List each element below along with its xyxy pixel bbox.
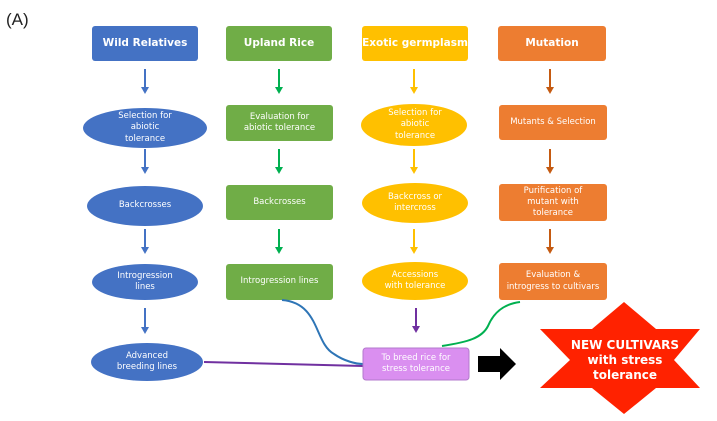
arrowhead-icon [141, 87, 149, 94]
arrowhead-icon [410, 87, 418, 94]
new-cultivars-label: NEW CULTIVARS with stress tolerance [570, 337, 680, 382]
upland-evaluation-box [226, 105, 333, 141]
arrowhead-icon [410, 247, 418, 254]
exotic-backcross-label: Backcross or intercross [387, 191, 443, 213]
arrowhead-icon [141, 327, 149, 334]
header-mutation [498, 26, 606, 61]
mutation-mutants-box [499, 105, 607, 140]
breed-box-label: To breed rice for stress tolerance [381, 352, 451, 374]
exotic-accessions-ellipse [362, 262, 468, 300]
wild-backcross-ellipse [87, 186, 203, 226]
wild-selection-ellipse [83, 108, 207, 148]
mutation-purification-box [499, 184, 607, 221]
upland-backcross-box [226, 185, 333, 220]
header-upland-rice-label: Upland Rice [243, 36, 315, 49]
exotic-selection-label: Selection for abiotic tolerance [388, 108, 442, 141]
arrowhead-icon [141, 167, 149, 174]
arrowhead-icon [275, 167, 283, 174]
arrowhead-icon [141, 247, 149, 254]
connector-mutation-curve [441, 301, 521, 347]
wild-advanced-ellipse [91, 343, 203, 381]
wild-selection-label: Selection for abiotic tolerance [118, 111, 172, 144]
mutation-evaluation-box [499, 263, 607, 300]
header-upland-rice [226, 26, 332, 61]
mutation-mutants-label: Mutants & Selection [510, 116, 596, 127]
upland-backcross-label: Backcrosses [253, 196, 306, 207]
upland-introgression-label: Introgression lines [240, 276, 319, 287]
exotic-accessions-label: Accessions with tolerance [384, 269, 446, 291]
header-exotic-germplasm-label: Exotic germplasm [362, 36, 468, 49]
arrowhead-icon [546, 87, 554, 94]
arrowhead-icon [275, 87, 283, 94]
header-wild-relatives [92, 26, 198, 61]
exotic-selection-ellipse [361, 104, 467, 146]
mutation-purification-label: Purification of mutant with tolerance [523, 185, 583, 219]
exotic-backcross-ellipse [362, 183, 468, 223]
arrowhead-icon [546, 247, 554, 254]
header-exotic-germplasm [362, 26, 468, 61]
wild-advanced-label: Advanced breeding lines [116, 350, 178, 372]
upland-introgression-box [226, 264, 333, 300]
wild-introgression-ellipse [92, 264, 198, 300]
block-arrow-icon [478, 348, 516, 380]
panel-label: (A) [6, 10, 29, 29]
upland-evaluation-label: Evaluation for abiotic tolerance [243, 111, 316, 133]
wild-backcross-label: Backcrosses [118, 200, 172, 211]
connector-upland-curve [281, 299, 364, 365]
new-cultivars-star [540, 302, 700, 414]
header-wild-relatives-label: Wild Relatives [102, 36, 188, 49]
connector-wild-line [203, 361, 364, 367]
mutation-evaluation-label: Evaluation & introgress to cultivars [506, 270, 600, 292]
header-mutation-label: Mutation [525, 36, 579, 49]
arrowhead-icon [275, 247, 283, 254]
wild-introgression-label: Introgression lines [117, 270, 173, 292]
arrowhead-icon [412, 326, 420, 333]
breed-box [362, 347, 470, 381]
arrowhead-icon [410, 167, 418, 174]
arrowhead-icon [546, 167, 554, 174]
